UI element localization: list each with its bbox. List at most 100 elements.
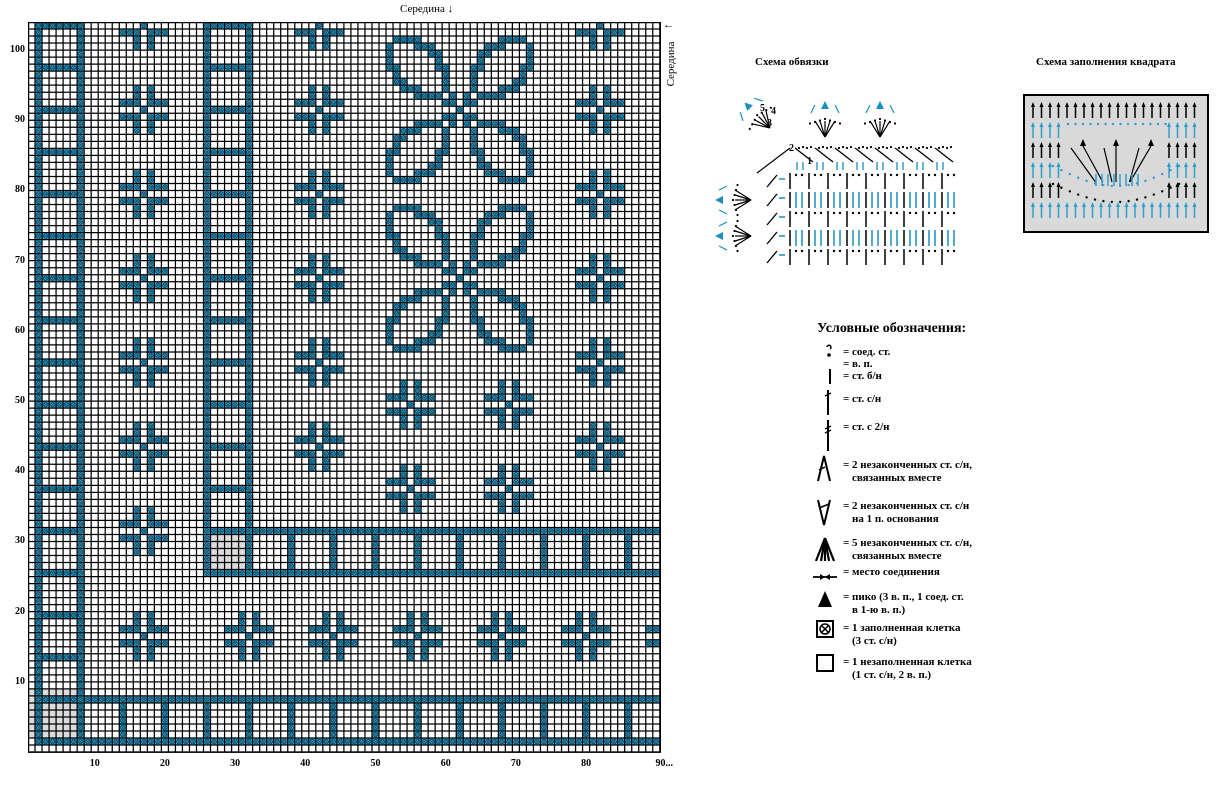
filled-cell (519, 141, 527, 149)
filled-cell (322, 436, 330, 444)
filled-cell (343, 695, 351, 703)
filled-cell (98, 695, 106, 703)
filled-cell (98, 738, 106, 746)
filled-cell (393, 36, 401, 44)
stitch-mark (1167, 142, 1171, 147)
filled-cell (245, 127, 253, 135)
filled-cell (140, 695, 148, 703)
filled-cell (526, 64, 534, 72)
filled-cell (498, 394, 506, 402)
filled-cell (589, 169, 597, 177)
filled-cell (400, 78, 408, 86)
x-tick-label: 80 (581, 758, 592, 769)
filled-cell (133, 373, 141, 381)
filled-cell (308, 29, 316, 37)
filled-cell (470, 295, 478, 303)
filled-cell (540, 738, 548, 746)
filled-cell (203, 64, 211, 72)
filled-cell (168, 695, 176, 703)
filled-cell (477, 330, 485, 338)
filled-cell (77, 380, 85, 388)
filled-cell (322, 618, 330, 626)
filled-cell (421, 288, 429, 296)
filled-cell (582, 738, 590, 746)
stitch-mark (756, 147, 791, 174)
filled-cell (575, 351, 583, 359)
filled-cell (428, 738, 436, 746)
filled-cell (610, 113, 618, 121)
filled-cell (575, 436, 583, 444)
filled-cell (329, 632, 337, 640)
filled-cell (428, 408, 436, 416)
filled-cell (147, 429, 155, 437)
filled-cell (35, 232, 43, 240)
filled-cell (547, 527, 555, 535)
filled-cell (491, 738, 499, 746)
filled-cell (77, 218, 85, 226)
filled-cell (428, 260, 436, 268)
filled-cell (624, 534, 632, 542)
filled-cell (308, 569, 316, 577)
stitch-mark (1175, 202, 1180, 207)
filled-cell (442, 253, 450, 261)
filled-cell (407, 646, 415, 654)
filled-cell (308, 113, 316, 121)
filled-cell (252, 611, 260, 619)
filled-cell (603, 288, 611, 296)
chain-dot (1127, 183, 1130, 187)
filled-cell (245, 527, 253, 535)
chain-dot (908, 249, 912, 253)
filled-cell (77, 225, 85, 233)
chain-dot (927, 211, 931, 215)
filled-cell (77, 232, 85, 240)
filled-cell (77, 204, 85, 212)
chain-dot (889, 145, 893, 149)
filled-cell (561, 639, 569, 647)
filled-cell (329, 555, 337, 563)
filled-cell (35, 429, 43, 437)
stitch-mark (1031, 202, 1035, 207)
filled-cell (63, 106, 71, 114)
filled-cell (77, 738, 85, 746)
filled-cell (449, 120, 457, 128)
filled-cell (140, 632, 148, 640)
filled-cell (589, 43, 597, 51)
filled-cell (168, 738, 176, 746)
filled-cell (308, 127, 316, 135)
filled-cell (308, 457, 316, 465)
filled-cell (56, 569, 64, 577)
filled-cell (603, 738, 611, 746)
stitch-mark (1039, 102, 1044, 107)
stitch-mark (934, 147, 954, 163)
filled-cell (77, 246, 85, 254)
filled-cell (133, 36, 141, 44)
filled-cell (589, 204, 597, 212)
filled-cell (519, 176, 527, 184)
filled-cell (203, 71, 211, 79)
filled-cell (364, 527, 372, 535)
filled-cell (505, 695, 513, 703)
filled-cell (386, 527, 394, 535)
filled-cell (133, 611, 141, 619)
filled-cell (140, 358, 148, 366)
chain-dot (1134, 122, 1137, 126)
filled-cell (357, 738, 365, 746)
filled-cell (329, 709, 337, 717)
filled-cell (49, 358, 57, 366)
chain-dot (917, 146, 921, 150)
filled-cell (245, 183, 253, 191)
filled-cell (322, 344, 330, 352)
filled-cell (477, 64, 485, 72)
filled-cell (393, 239, 401, 247)
stitch-mark (1056, 142, 1061, 147)
filled-cell (238, 569, 246, 577)
filled-cell (35, 506, 43, 514)
filled-cell (147, 365, 155, 373)
filled-cell (449, 695, 457, 703)
filled-cell (49, 485, 57, 493)
filled-cell (203, 211, 211, 219)
stitch-mark (1167, 102, 1171, 107)
filled-cell (603, 527, 611, 535)
filled-cell (301, 365, 309, 373)
filled-cell (512, 85, 520, 93)
